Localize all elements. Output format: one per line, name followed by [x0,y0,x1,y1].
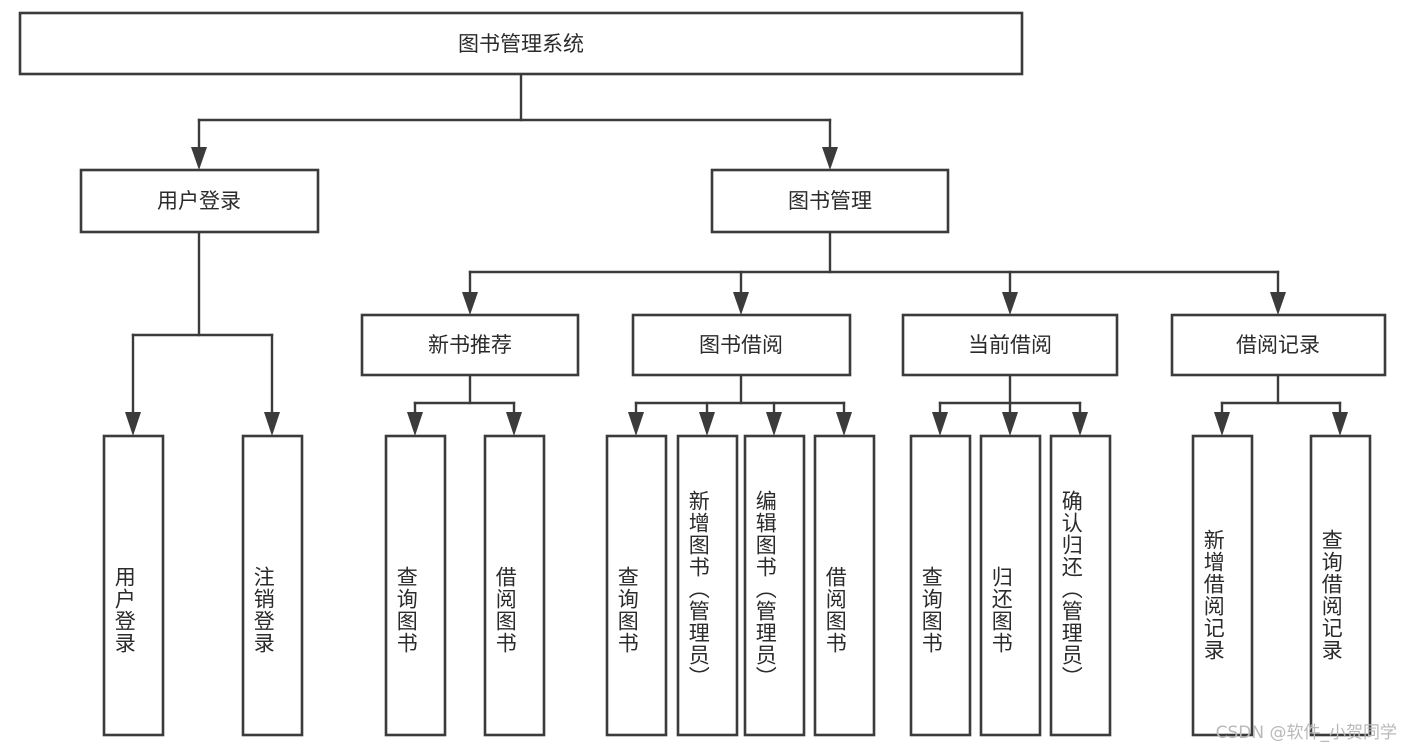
node-book-borrow[interactable] [631,313,852,377]
leaf-box-logout[interactable] [241,434,304,737]
node-current-borrow-label: 当前借阅 [968,333,1052,357]
arrowhead-leaf-bookborrow-3 [766,412,782,436]
connectors-borrowrecord-to-leaves [1214,373,1348,436]
leaf-box-current-return[interactable] [979,434,1042,737]
node-root-system[interactable] [18,11,1024,76]
node-borrow-record-label: 借阅记录 [1236,333,1320,357]
arrowhead-leaf-newbook-2 [506,412,522,436]
leaf-box-user-login[interactable] [102,434,165,737]
connectors-userlogin-to-leaves [125,230,280,436]
arrowhead-leaf-currentborrow-3 [1072,412,1088,436]
node-book-borrow-label: 图书借阅 [699,333,783,357]
arrowhead-borrow-record [1270,292,1286,315]
arrowhead-leaf-currentborrow-2 [1002,412,1018,436]
connectors-currentborrow-to-leaves [932,373,1088,436]
node-user-login[interactable] [79,168,320,234]
connectors-bookmgmt-to-level3 [462,230,1286,315]
arrowhead-leaf-borrowrecord-2 [1332,412,1348,436]
node-new-book-recommend[interactable] [360,313,580,377]
leaf-box-borrow-query[interactable] [605,434,668,737]
node-user-login-label: 用户登录 [157,189,241,213]
arrowhead-leaf-bookborrow-1 [628,412,644,436]
arrowhead-leaf-logout [264,412,280,436]
leaf-box-current-query[interactable] [909,434,972,737]
arrowhead-leaf-bookborrow-4 [836,412,852,436]
leaf-box-borrow-lend[interactable] [813,434,876,737]
arrowhead-root-to-book-mgmt [822,147,838,170]
arrowhead-leaf-bookborrow-2 [699,412,715,436]
leaf-box-newbook-borrow[interactable] [483,434,546,737]
arrowhead-leaf-borrowrecord-1 [1214,412,1230,436]
arrowhead-current-borrow [1002,292,1018,315]
node-root-system-label: 图书管理系统 [458,32,584,56]
arrowhead-book-borrow [733,292,749,315]
arrowhead-leaf-user-login [125,412,141,436]
leaf-box-borrow-add[interactable] [676,434,739,737]
arrowhead-leaf-currentborrow-1 [932,412,948,436]
connectors-root-to-level2 [191,72,838,170]
node-current-borrow[interactable] [901,313,1119,377]
connectors-bookborrow-to-leaves [628,373,852,436]
node-borrow-record[interactable] [1170,313,1387,377]
leaf-box-borrow-edit[interactable] [743,434,806,737]
arrowhead-leaf-newbook-1 [407,412,423,436]
node-new-book-recommend-label: 新书推荐 [428,333,512,357]
connectors-newbook-to-leaves [407,373,522,436]
leaf-box-newbook-query[interactable] [384,434,447,737]
arrowhead-root-to-user-login [191,147,207,170]
node-book-management[interactable] [710,168,950,234]
leaf-box-record-add[interactable] [1191,434,1254,737]
leaf-box-current-confirm[interactable] [1049,434,1112,737]
arrowhead-new-book [462,292,478,315]
leaf-box-record-query[interactable] [1309,434,1372,737]
node-book-management-label: 图书管理 [788,189,872,213]
